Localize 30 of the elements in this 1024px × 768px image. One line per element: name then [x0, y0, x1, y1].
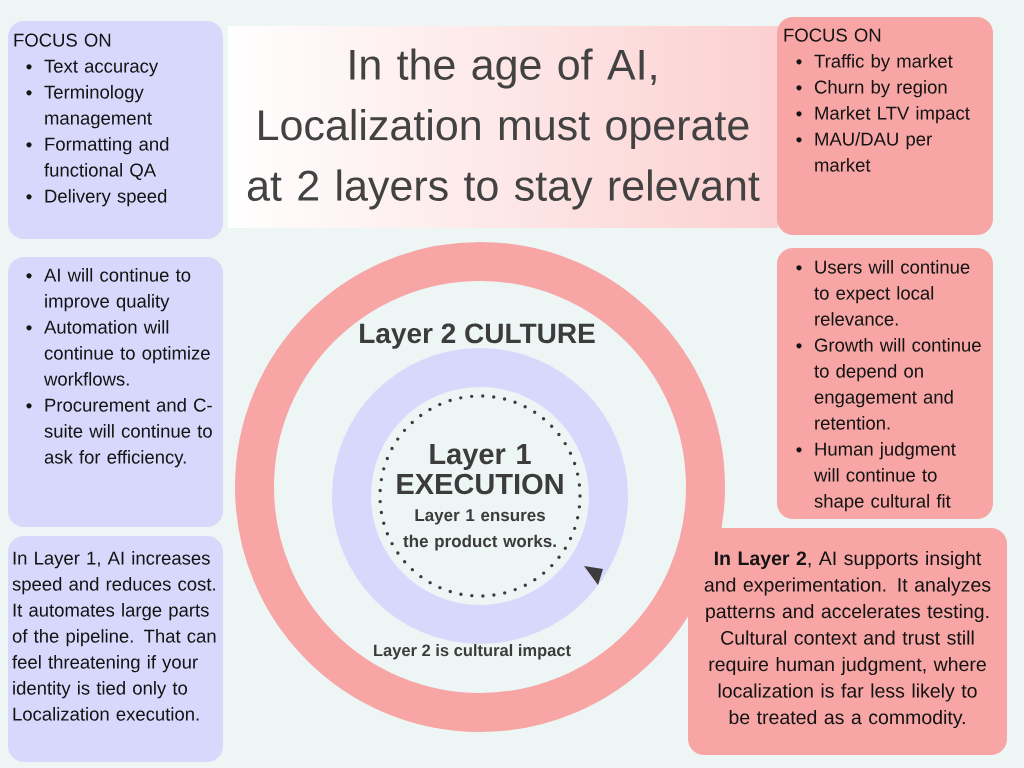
title: In the age of AI, Localization must operate at 2 layers to stay relevant — [247, 48, 760, 210]
text-card — [688, 528, 1007, 755]
description: Layer 1 ensures the product works. — [403, 509, 556, 551]
list-item: Delivery speed — [45, 189, 167, 207]
inner-ring — [332, 348, 628, 644]
list-item: Procurement and C-suite will continue to ask for efficiency. — [44, 398, 212, 468]
text-card — [8, 21, 223, 239]
list-item: Text accuracy — [44, 59, 159, 77]
paragraph: In Layer 1, AI increases speed and reduces cost. It automates large parts of the pipeline. That can feel threatening if your identity is tied only to Localization execution. — [12, 551, 216, 721]
description: Layer 2 is cultural impact — [374, 644, 571, 660]
text-card — [777, 248, 993, 519]
list-item: Formatting and functional QA — [44, 137, 169, 180]
list-item: Growth will continue to depend on engagement and retention. — [814, 338, 981, 430]
list-item: Users will continue to expect local relevance. — [814, 260, 970, 326]
list-item: Automation will continue to optimize workflows. — [44, 320, 210, 386]
text-card — [8, 257, 223, 527]
list-item: AI will continue to improve quality — [44, 268, 191, 312]
list-item: Churn by region — [814, 80, 947, 98]
list-item: Terminology management — [44, 85, 152, 129]
heading: Layer 2 CULTURE — [360, 323, 595, 349]
list-item: Traffic by market — [814, 54, 953, 72]
heading: FOCUS ON — [784, 28, 881, 42]
heading: FOCUS ON — [14, 33, 111, 47]
text-card — [8, 536, 223, 762]
list-item: MAU/DAU per market — [815, 132, 932, 172]
heading: Layer 1 EXECUTION — [397, 444, 563, 495]
paragraph: In Layer 2, AI supports insight and experimentation. It analyzes patterns and accelerates testing. Cultural context and trust still require human judgment, where localization is far less likely to be treated as a commodity. — [704, 550, 991, 729]
list-item: Market LTV impact — [815, 106, 970, 124]
text-card — [777, 17, 993, 235]
list-item: Human judgment will continue to shape cultural fit — [813, 442, 956, 512]
